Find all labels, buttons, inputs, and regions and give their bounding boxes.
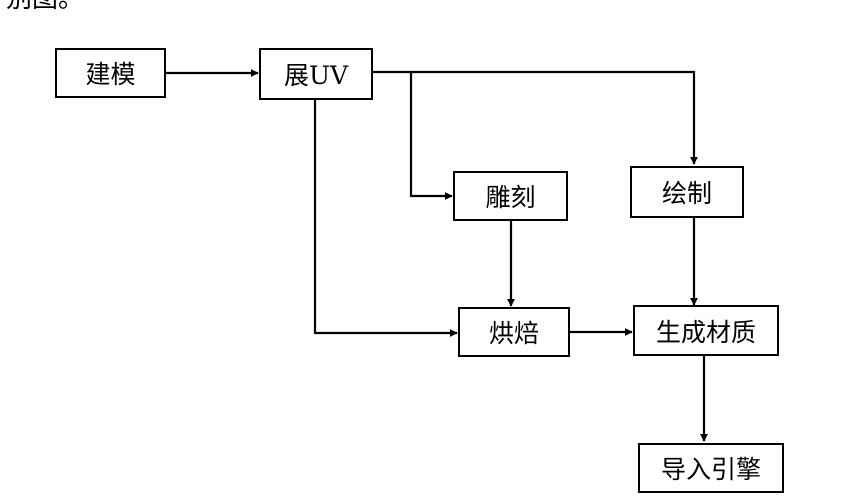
node-material: 生成材质 xyxy=(633,305,779,356)
node-import-engine: 导入引擎 xyxy=(638,443,784,493)
arrow-uv-to-bake xyxy=(313,100,458,337)
arrow-uv-to-paint xyxy=(372,70,698,165)
node-paint: 绘制 xyxy=(630,166,744,218)
node-unwrap-uv: 展UV xyxy=(259,48,373,100)
node-sculpt: 雕刻 xyxy=(453,171,568,221)
arrow-uv-to-sculpt xyxy=(409,72,453,200)
node-bake: 烘焙 xyxy=(458,307,570,357)
node-modeling: 建模 xyxy=(55,48,166,98)
partial-caption-text: 别图。 xyxy=(6,0,84,12)
